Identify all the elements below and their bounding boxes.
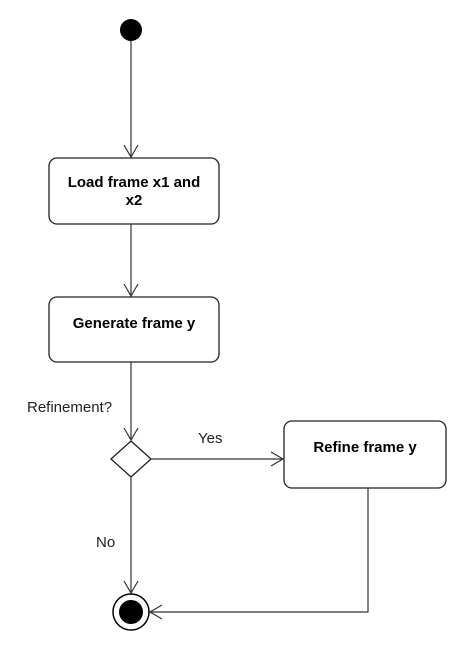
- final-node: [112, 593, 150, 631]
- arrowhead-refine-to-final: [148, 604, 163, 620]
- edge-refine-to-final: [150, 488, 369, 613]
- initial-node: [120, 19, 142, 41]
- action-generate-frame-label: Generate frame y: [73, 315, 196, 332]
- action-load-frames-line1: Load frame x1 and: [68, 174, 201, 191]
- action-refine-frame: Refine frame y: [283, 420, 447, 489]
- action-load-frames: Load frame x1 and x2: [48, 157, 220, 225]
- arrowhead-initial-to-load: [123, 144, 139, 159]
- no-branch-label: No: [96, 534, 115, 551]
- action-generate-frame: Generate frame y: [48, 296, 220, 363]
- arrowhead-generate-to-decision: [123, 427, 139, 442]
- arrowhead-decision-to-refine: [270, 451, 285, 467]
- action-refine-frame-label: Refine frame y: [313, 439, 417, 456]
- yes-branch-label: Yes: [198, 430, 222, 447]
- arrowhead-decision-to-final: [123, 580, 139, 595]
- refinement-guard-label: Refinement?: [27, 399, 112, 416]
- action-load-frames-line2: x2: [126, 192, 143, 209]
- decision-node: [110, 440, 152, 478]
- arrowhead-load-to-generate: [123, 283, 139, 298]
